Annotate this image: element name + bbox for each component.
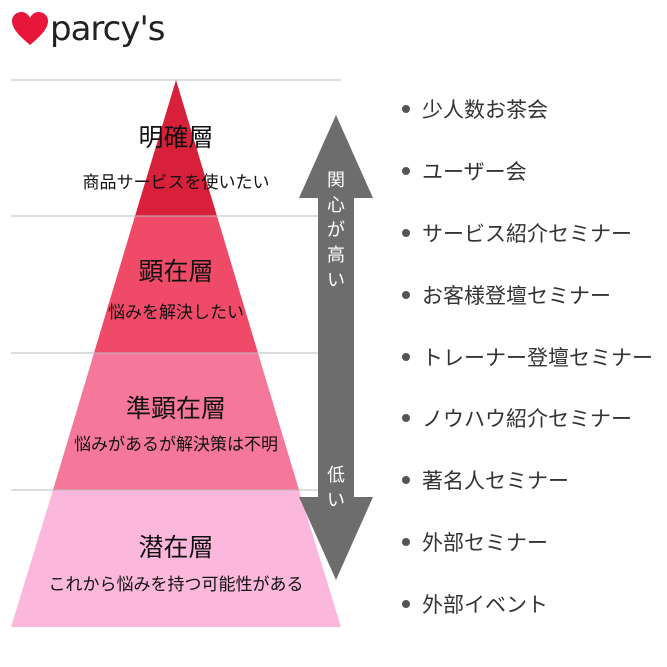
level-shape-semi-manifest [53,353,299,490]
list-item-label: 外部セミナー [422,531,548,556]
list-item-label: トレーナー登壇セミナー [422,345,653,370]
event-list: 少人数お茶会 ユーザー会 サービス紹介セミナー お客様登壇セミナー トレーナー登… [402,78,653,635]
list-item: サービス紹介セミナー [402,202,653,264]
bullet-icon [402,104,410,113]
arrow-label-high: 高 [327,245,345,266]
list-item-label: お客様登壇セミナー [422,283,611,308]
bullet-icon [402,290,410,299]
arrow-label-high: 関 [327,170,345,191]
level-title: 潜在層 [138,533,213,562]
level-subtitle: 悩みがあるが解決策は不明 [74,435,278,455]
heart-icon [12,12,48,45]
level-shape-manifest [94,216,258,353]
list-item: ノウハウ紹介セミナー [402,387,653,449]
logo-text: parcy's [50,9,166,49]
bullet-icon [402,600,410,609]
list-item-label: 外部イベント [422,593,548,618]
list-item: 外部イベント [402,573,653,635]
level-shape-clarity [135,80,217,216]
list-item-label: サービス紹介セミナー [422,221,632,246]
level-title: 明確層 [138,123,213,152]
bullet-icon [402,228,410,237]
arrow-label-low: い [327,490,345,511]
list-item: 少人数お茶会 [402,78,653,140]
list-item-label: 少人数お茶会 [422,97,548,122]
arrow-label-high: い [327,270,345,291]
level-dividers [11,79,341,491]
bullet-icon [402,166,410,175]
list-item: ユーザー会 [402,140,653,202]
arrow-label-low: 低 [327,465,345,486]
list-item: お客様登壇セミナー [402,264,653,326]
list-item-label: ユーザー会 [422,159,527,184]
list-item-label: 著名人セミナー [422,469,569,494]
level-subtitle: これから悩みを持つ可能性がある [49,575,304,595]
level-shape-latent [11,490,341,627]
bullet-icon [402,538,410,547]
logo: parcy's [12,9,166,49]
arrow-label-high: が [327,220,345,241]
list-item-label: ノウハウ紹介セミナー [422,407,632,432]
level-subtitle: 商品サービスを使いたい [83,172,270,193]
list-item: トレーナー登壇セミナー [402,326,653,388]
list-item: 著名人セミナー [402,449,653,511]
bullet-icon [402,414,410,423]
arrow-label-high: 心 [327,195,345,216]
pyramid-levels [11,80,341,627]
level-title: 準顕在層 [126,394,226,423]
bullet-icon [402,476,410,485]
level-subtitle: 悩みを解決したい [108,303,244,323]
bullet-icon [402,352,410,361]
level-title: 顕在層 [138,257,213,286]
double-arrow-icon [299,115,373,580]
list-item: 外部セミナー [402,511,653,573]
